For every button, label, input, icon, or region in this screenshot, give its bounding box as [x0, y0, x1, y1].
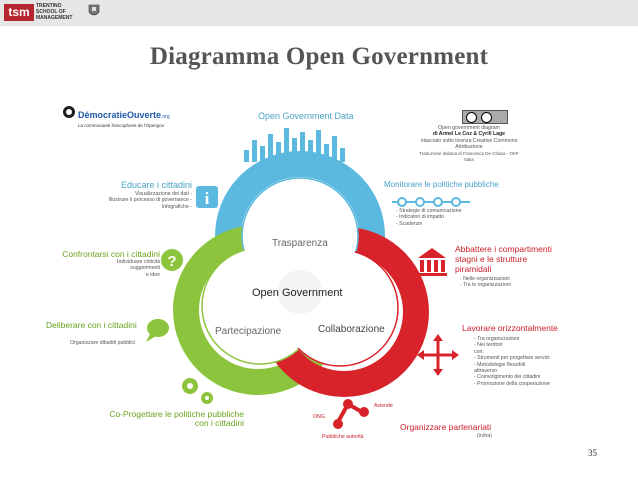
educare-line: Illustrare il processo di governance - [108, 197, 192, 204]
school-name: TRENTINO SCHOOL OF MANAGEMENT [36, 3, 73, 21]
abbattere-title-line: piramidali [455, 264, 492, 274]
educare-line: Infografiche - [161, 203, 192, 210]
lavorare-line: - Tra organizzazioni [474, 336, 520, 342]
page-number: 35 [588, 448, 597, 458]
confrontarsi-line: Individuare criticità [117, 259, 160, 265]
abbattere-title-line: Abbattere i compartimenti [455, 244, 552, 254]
monitorare-line: - Scadenze [396, 220, 423, 227]
logo-tagline: La communauté francophone de l'Opengov [78, 123, 165, 128]
license-box: Open government diagram di Armel Le Coz … [414, 110, 524, 163]
tsm-logo: tsm [4, 4, 34, 21]
label-deliberare-title: Deliberare con i cittadini [46, 320, 137, 330]
center-label-open-government: Open Government [252, 287, 343, 299]
confrontarsi-details: Individuare criticità suggerimenti e ide… [90, 259, 160, 278]
question-icon: ? [161, 249, 183, 271]
organizzare-sub: (in/tra) [477, 433, 492, 439]
circle-label-trasparenza: Trasparenza [272, 238, 328, 249]
abbattere-title-line: stagni e le strutture [455, 254, 528, 264]
crest-icon [88, 4, 100, 16]
label-organizzare-title: Organizzare partenariati [400, 422, 492, 432]
monitorare-line: - Indicatori di impatto [396, 214, 445, 221]
license-line5: Traduzione italiana di Francesca De Chia… [419, 150, 519, 163]
lavorare-line: - Promozione della cooperazione [474, 380, 550, 387]
cc-badge-icon [462, 110, 508, 124]
circle-label-partecipazione: Partecipazione [215, 326, 282, 337]
logo-name-part2: Ouverte [127, 110, 162, 120]
abbattere-line: - Tra le organizzazioni [460, 282, 511, 289]
lavorare-line: attraverso [474, 368, 498, 375]
building-icon [417, 248, 447, 276]
label-lavorare-title: Lavorare orizzontalmente [462, 323, 558, 333]
educare-line: Visualizzazione dei dati - [135, 191, 192, 197]
network-icon [333, 399, 369, 429]
lavorare-line: - Strumenti per progettare servizi [474, 355, 550, 362]
lavorare-details: - Tra organizzazioni - Nei territori con… [474, 336, 550, 387]
svg-text:i: i [205, 189, 210, 208]
cross-arrows-icon [417, 334, 459, 376]
lavorare-line: - Nei territori [474, 342, 503, 349]
slide-title: Diagramma Open Government [149, 43, 489, 70]
label-open-government-data: Open Government Data [258, 111, 354, 121]
license-line4: Attribuzione [455, 144, 483, 151]
label-monitorare-title: Monitorare le politiche pubbliche [384, 180, 499, 189]
label-abbattere-title: Abbattere i compartimenti stagni e le st… [455, 244, 552, 274]
center-highlight [278, 270, 322, 314]
top-banner [0, 0, 638, 26]
circle-label-collaborazione: Collaborazione [318, 324, 385, 335]
speech-bubble-icon [146, 319, 169, 342]
network-label-aziende: Aziende [374, 403, 393, 409]
info-icon: i [196, 186, 218, 208]
lavorare-line: con: [474, 348, 484, 355]
timeline-icon [392, 197, 470, 207]
educare-details: Visualizzazione dei dati - Illustrare il… [76, 191, 192, 210]
deliberare-detail: Organizzare dibattiti pubblici [70, 340, 136, 346]
coprogettare-line: Co-Progettare le politiche pubbliche [109, 409, 244, 419]
confrontarsi-line: e idee [145, 271, 160, 278]
abbattere-details: - Nelle organizzazioni - Tra le organizz… [460, 276, 511, 289]
label-coprogettare-title: Co-Progettare le politiche pubbliche con… [86, 410, 244, 428]
label-educare-title: Educare i cittadini [120, 180, 192, 190]
bar-chart-icon [244, 128, 345, 162]
monitorare-details: - Strategie di comunicazione - Indicator… [396, 208, 461, 227]
label-confrontarsi-title: Confrontarsi con i cittadini [62, 249, 160, 259]
monitorare-line: - Strategie di comunicazione [396, 208, 462, 214]
logo-name-part1: Démocratie [78, 110, 128, 120]
license-line1: Open government diagram [438, 125, 500, 131]
lavorare-line: - Metodologie flessibili [474, 361, 526, 368]
logo-domain: .org [161, 114, 170, 120]
license-line2: di Armel Le Coz & Cyrill Lage [432, 131, 506, 138]
abbattere-line: - Nelle organizzazioni [460, 276, 510, 282]
network-label-ong: ONG [313, 414, 325, 420]
logo-circle-icon [63, 106, 75, 118]
gears-icon [182, 378, 213, 404]
license-line3: rilasciato sotto licenza Creative Common… [420, 137, 518, 144]
network-label-pubbliche: Pubbliche autorità [322, 434, 364, 440]
lavorare-line: - Coinvolgimento dei cittadini [474, 374, 541, 381]
confrontarsi-line: suggerimenti [130, 265, 160, 272]
svg-text:?: ? [167, 253, 176, 270]
coprogettare-line: con i cittadini [194, 418, 244, 428]
